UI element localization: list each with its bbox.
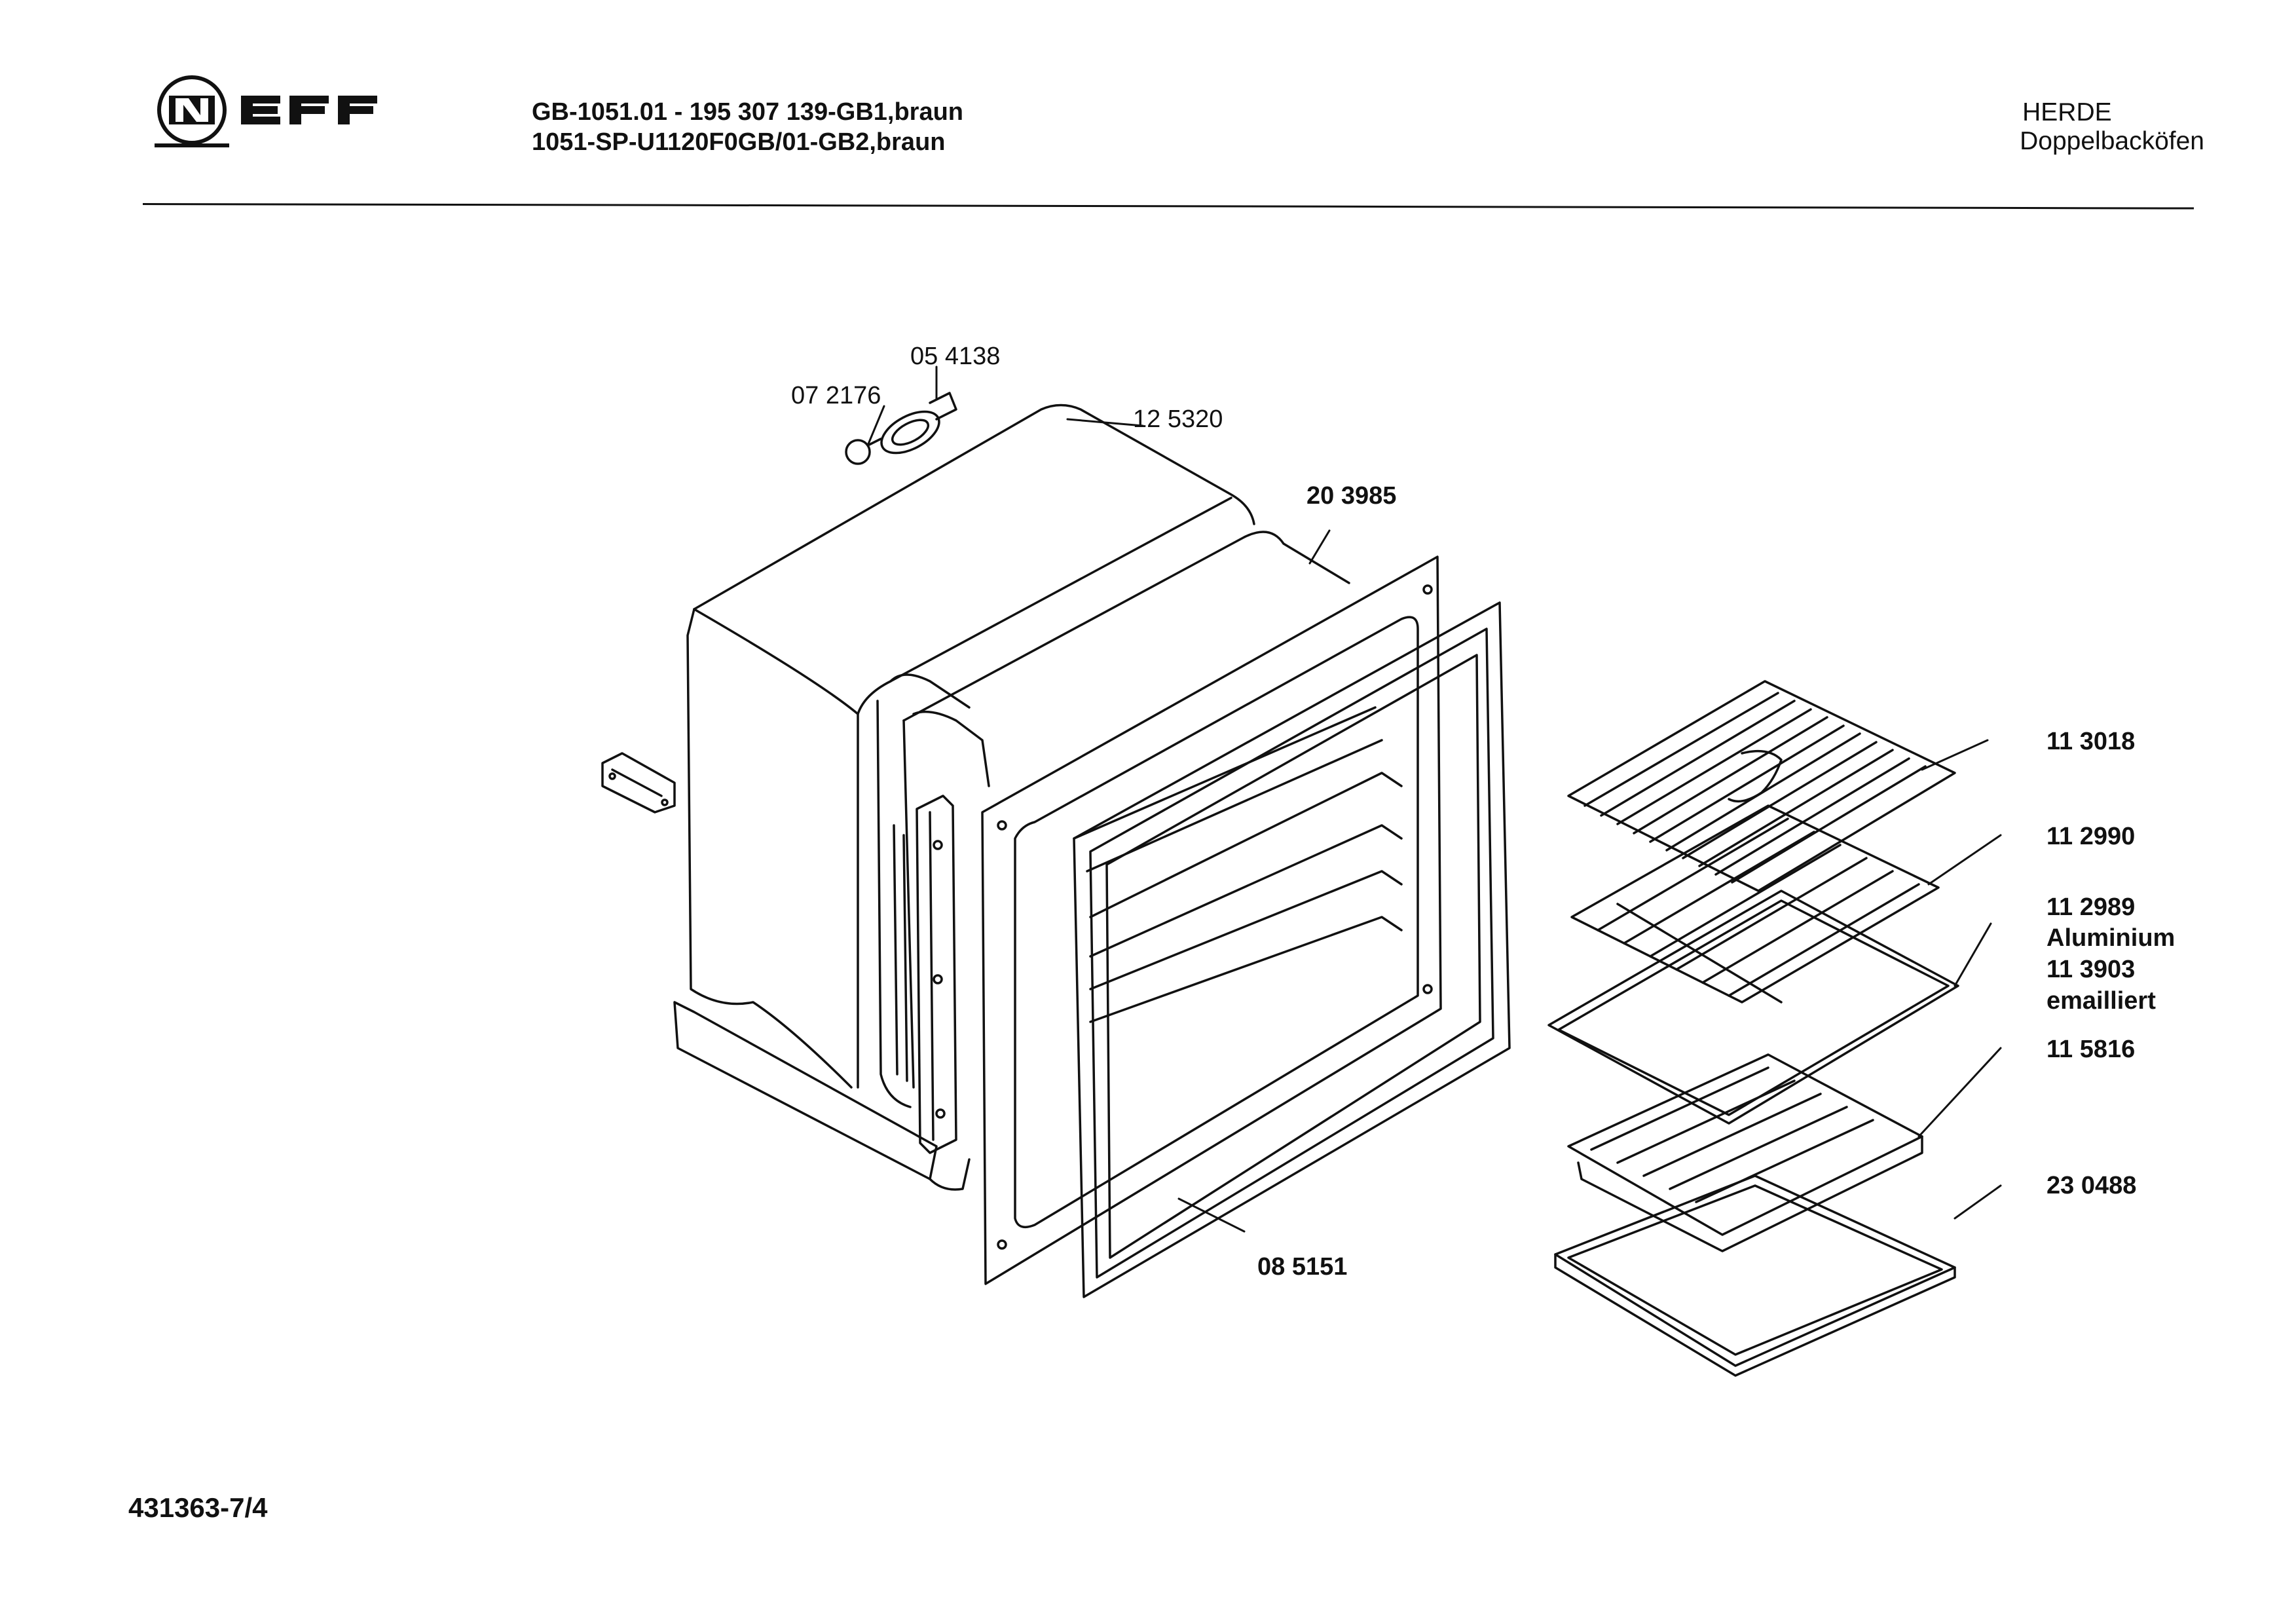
- leader-lines: [866, 366, 2002, 1233]
- part-label-drip-pan: 23 0488: [2046, 1172, 2137, 1199]
- part-label-tray-enamel: 11 3903: [2046, 956, 2136, 983]
- part-label-grill-insert: 11 5816: [2046, 1036, 2136, 1063]
- category-header: HERDE Doppelbacköfen: [2020, 98, 2204, 156]
- drip-pan-shape: [1554, 1174, 1956, 1377]
- part-label-grill-rack: 11 3018: [2046, 728, 2136, 755]
- neff-logo: [149, 72, 398, 154]
- document-number: 431363-7/4: [128, 1492, 268, 1523]
- baking-tray-shape: [1547, 890, 1959, 1125]
- part-label-housing: 12 5320: [1133, 405, 1223, 433]
- part-label-tray-alu-note: Aluminium: [2046, 924, 2176, 952]
- model-line-1: GB-1051.01 - 195 307 139-GB1,braun: [532, 98, 964, 126]
- top-handle-shape: [880, 392, 957, 455]
- oven-housing-shape: [673, 404, 1350, 1191]
- subcategory-label: Doppelbacköfen: [2020, 127, 2204, 155]
- part-label-tray-alu: 11 2989: [2046, 893, 2136, 921]
- model-line-2: 1051-SP-U1120F0GB/01-GB2,braun: [532, 128, 946, 156]
- shelf-rack-shape: [1570, 804, 1940, 1004]
- part-label-screw: 07 2176: [791, 382, 881, 409]
- category-label: HERDE: [2022, 98, 2112, 126]
- part-label-handle: 05 4138: [910, 343, 1001, 370]
- part-label-front-frame: 20 3985: [1306, 482, 1397, 510]
- part-label-door-seal: 08 5151: [1257, 1253, 1348, 1281]
- side-runner-shape: [893, 795, 957, 1154]
- door-seal-shape: [1073, 601, 1511, 1298]
- side-bracket-shape: [601, 752, 676, 814]
- model-header: GB-1051.01 - 195 307 139-GB1,braun 1051-…: [532, 97, 963, 157]
- grill-rack-shape: [1567, 680, 1956, 892]
- part-label-tray-enamel-note: emailliert: [2046, 987, 2156, 1015]
- grill-insert-shape: [1567, 1053, 1923, 1252]
- screw-shape: [845, 438, 882, 465]
- front-frame-shape: [981, 555, 1442, 1285]
- part-label-shelf-rack: 11 2990: [2046, 823, 2136, 850]
- neff-logo-mark: [155, 75, 377, 147]
